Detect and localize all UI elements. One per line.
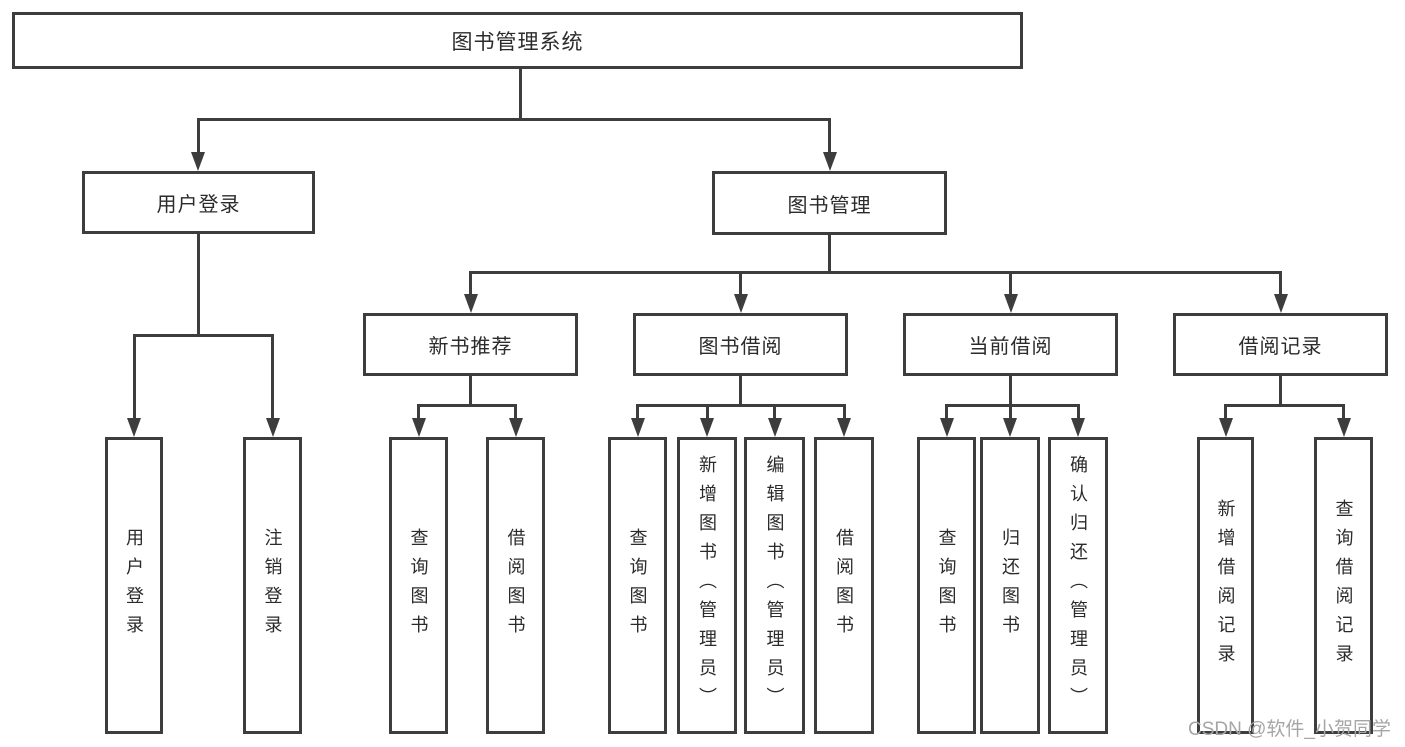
leaf-label: 注销登录: [262, 527, 283, 644]
node-book-management: 图书管理: [712, 171, 947, 235]
connector-line: [636, 404, 639, 418]
connector-line: [1009, 271, 1012, 294]
connector-group-rail: [946, 404, 1079, 407]
arrowhead-icon: [837, 418, 851, 437]
arrowhead-icon: [463, 294, 478, 313]
leaf-add-borrow-record: 新增借阅记录: [1197, 437, 1254, 734]
arrowhead-icon: [822, 152, 837, 171]
leaf-confirm-return-admin: 确认归还（管理员）: [1048, 437, 1108, 734]
arrowhead-icon: [630, 418, 645, 437]
arrowhead-icon: [733, 294, 748, 313]
leaf-label: 编辑图书（管理员）: [764, 455, 785, 716]
connector-line: [842, 404, 846, 418]
node-book-management-label: 图书管理: [787, 194, 872, 217]
connector-line: [1342, 404, 1345, 418]
connector-line: [469, 376, 472, 406]
connector-line: [1076, 404, 1080, 418]
connector-line: [469, 271, 472, 294]
node-book-borrow-label: 图书借阅: [698, 336, 783, 358]
connector-line: [1279, 271, 1282, 294]
arrowhead-icon: [508, 418, 523, 437]
arrowhead-icon: [1003, 294, 1018, 313]
connector-line: [1224, 404, 1227, 418]
arrowhead-icon: [939, 418, 954, 437]
node-book-borrow: 图书借阅: [633, 313, 848, 376]
node-new-book-recommend: 新书推荐: [363, 313, 578, 376]
leaf-label: 查询图书: [408, 527, 429, 644]
connector-root-stem: [518, 69, 522, 119]
connector-line: [739, 376, 742, 406]
leaf-label: 查询图书: [627, 527, 648, 644]
leaf-label: 归还图书: [1000, 527, 1020, 644]
arrowhead-icon: [700, 418, 714, 437]
leaf-query-borrow-record: 查询借阅记录: [1314, 437, 1373, 734]
node-current-borrow: 当前借阅: [903, 313, 1118, 376]
node-borrow-record: 借阅记录: [1173, 313, 1388, 376]
connector-line: [945, 404, 948, 418]
connector-line: [705, 404, 709, 418]
leaf-query-books-current: 查询图书: [917, 437, 976, 734]
connector-line: [828, 118, 831, 154]
arrowhead-icon: [1273, 294, 1288, 313]
connector-line: [1008, 404, 1012, 418]
leaf-query-books-recommend: 查询图书: [389, 437, 448, 734]
leaf-label: 用户登录: [124, 527, 144, 644]
leaf-borrow-books: 借阅图书: [814, 437, 874, 734]
node-user-login: 用户登录: [82, 171, 315, 234]
csdn-watermark: CSDN @软件_小贺同学: [1188, 719, 1391, 740]
connector-level2-rail: [196, 118, 831, 121]
connector-line: [1009, 376, 1012, 406]
connector-group-rail: [637, 404, 844, 407]
leaf-label: 查询图书: [936, 527, 957, 644]
connector-line: [773, 404, 776, 418]
leaf-logout: 注销登录: [243, 437, 302, 734]
arrowhead-icon: [191, 152, 205, 171]
leaf-borrow-books-recommend: 借阅图书: [486, 437, 545, 734]
arrowhead-icon: [1003, 418, 1017, 437]
leaf-label: 借阅图书: [505, 527, 526, 644]
node-user-login-label: 用户登录: [156, 194, 241, 216]
connector-group-rail: [418, 404, 517, 407]
leaf-label: 新增图书（管理员）: [697, 455, 717, 716]
arrowhead-icon: [1218, 418, 1233, 437]
arrowhead-icon: [1071, 418, 1085, 437]
connector-line: [1279, 376, 1282, 406]
connector-line: [132, 334, 136, 418]
node-root-system: 图书管理系统: [12, 12, 1023, 69]
connector-line: [196, 118, 200, 154]
connector-user-login-stem: [196, 234, 200, 336]
node-current-borrow-label: 当前借阅: [968, 336, 1053, 358]
arrowhead-icon: [265, 418, 280, 437]
connector-line: [417, 404, 420, 418]
leaf-label: 借阅图书: [834, 527, 854, 644]
node-root-label: 图书管理系统: [451, 30, 584, 54]
connector-line: [739, 271, 742, 294]
node-new-book-recommend-label: 新书推荐: [428, 336, 513, 358]
arrowhead-icon: [1336, 418, 1351, 437]
leaf-user-login: 用户登录: [105, 437, 163, 734]
leaf-label: 新增借阅记录: [1215, 498, 1236, 673]
arrowhead-icon: [767, 418, 782, 437]
leaf-label: 确认归还（管理员）: [1068, 455, 1088, 716]
arrowhead-icon: [127, 418, 141, 437]
leaf-edit-books-admin: 编辑图书（管理员）: [744, 437, 805, 734]
connector-line: [271, 334, 274, 418]
connector-user-login-rail: [134, 334, 273, 337]
leaf-label: 查询借阅记录: [1333, 498, 1354, 673]
connector-line: [514, 404, 517, 418]
leaf-query-books-borrow: 查询图书: [608, 437, 667, 734]
arrowhead-icon: [411, 418, 426, 437]
leaf-add-books-admin: 新增图书（管理员）: [677, 437, 737, 734]
connector-book-mgmt-stem: [828, 235, 831, 273]
connector-group-rail: [1225, 404, 1343, 407]
node-borrow-record-label: 借阅记录: [1238, 336, 1323, 358]
connector-level3-rail: [470, 271, 1282, 274]
leaf-return-books: 归还图书: [980, 437, 1040, 734]
